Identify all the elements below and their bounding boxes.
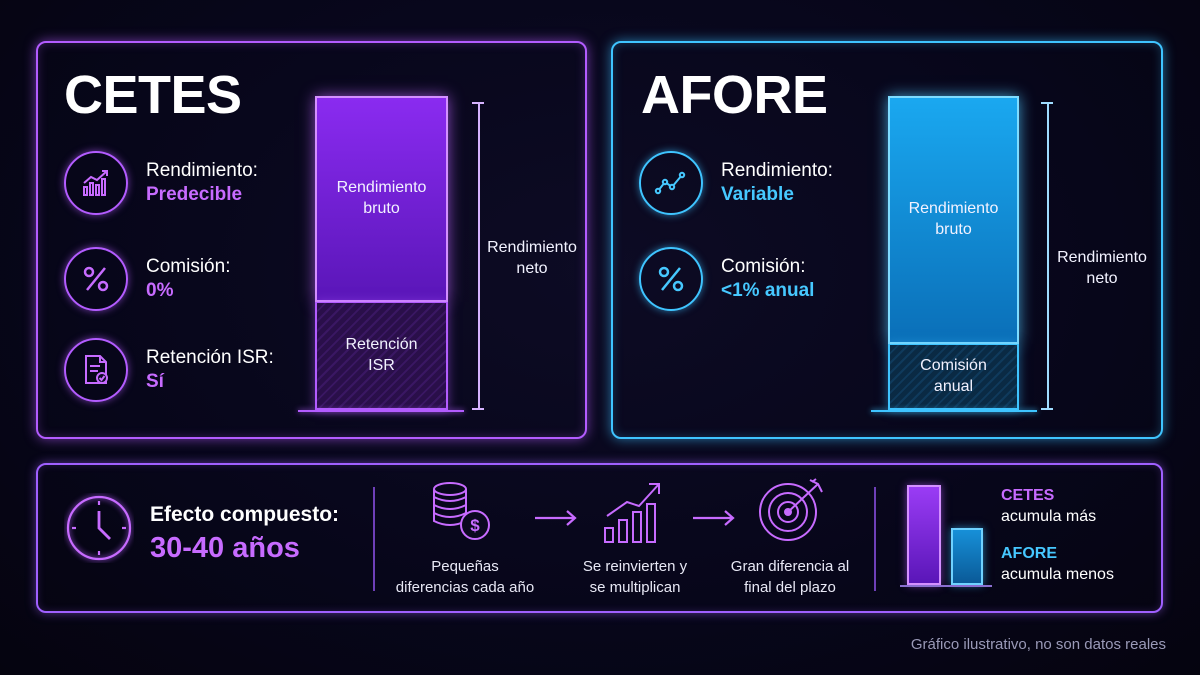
growth-bars-icon: [601, 476, 667, 549]
afore-panel: [611, 41, 1163, 439]
bracket-cap: [472, 102, 484, 104]
arrow-right-icon: [691, 508, 737, 533]
legend-name: CETES: [1001, 487, 1055, 504]
feature-value: Variable: [721, 184, 794, 205]
bracket-cap: [1041, 408, 1053, 410]
step-label: Se reinvierten y se multiplican: [582, 558, 688, 596]
percent-icon: [64, 247, 128, 311]
bar-label: Retención ISR: [345, 335, 418, 374]
feature-label: Comisión:: [721, 256, 806, 278]
feature-label: Rendimiento:: [146, 160, 258, 182]
cetes-bracket: [478, 102, 480, 410]
line-chart-icon: [639, 151, 703, 215]
cetes-net-label: Rendimiento neto: [487, 239, 577, 277]
legend-cetes: CETES acumula más: [1001, 486, 1096, 528]
clock-icon: [64, 493, 134, 568]
feature-label: Rendimiento:: [721, 160, 833, 182]
coins-icon: $: [428, 477, 498, 552]
cetes-feature-comision: Comisión: 0%: [64, 247, 230, 311]
bracket-cap: [472, 408, 484, 410]
compound-panel: [36, 463, 1163, 613]
mini-baseline: [900, 585, 992, 587]
afore-net-label: Rendimiento neto: [1057, 249, 1147, 287]
bar-label: Comisión anual: [920, 356, 987, 395]
feature-value: Predecible: [146, 184, 243, 205]
footnote: Gráfico ilustrativo, no son datos reales: [910, 636, 1166, 653]
afore-feature-rendimiento: Rendimiento: Variable: [639, 151, 833, 215]
legend-text: acumula más: [1001, 507, 1097, 525]
compound-label: Efecto compuesto:: [150, 503, 340, 526]
step-label: Pequeñas diferencias cada año: [395, 558, 535, 596]
cetes-feature-rendimiento: Rendimiento: Predecible: [64, 151, 258, 215]
trend-chart-icon: [64, 151, 128, 215]
legend-text: acumula menos: [1001, 565, 1114, 583]
feature-label: Retención ISR:: [146, 347, 274, 369]
target-icon: [756, 476, 828, 549]
cetes-feature-isr: Retención ISR: Sí: [64, 338, 274, 402]
svg-text:$: $: [470, 516, 480, 535]
cetes-baseline: [298, 410, 464, 412]
percent-icon: [639, 247, 703, 311]
afore-title: AFORE: [641, 65, 828, 125]
afore-commission-segment: Comisión anual: [888, 344, 1019, 410]
feature-value: <1% anual: [721, 280, 815, 301]
feature-value: 0%: [146, 280, 174, 301]
afore-baseline: [871, 410, 1037, 412]
document-check-icon: [64, 338, 128, 402]
legend-name: AFORE: [1001, 545, 1057, 562]
afore-bracket: [1047, 102, 1049, 410]
compound-value: 30-40 años: [150, 532, 300, 564]
afore-mini-bar: [951, 528, 983, 585]
arrow-right-icon: [533, 508, 579, 533]
divider: [373, 487, 375, 591]
cetes-mini-bar: [907, 485, 941, 585]
step-label: Gran diferencia al final del plazo: [730, 558, 850, 596]
bar-label: Rendimiento bruto: [908, 200, 999, 238]
bracket-cap: [1041, 102, 1053, 104]
feature-value: Sí: [146, 371, 164, 392]
cetes-title: CETES: [64, 65, 242, 125]
cetes-gross-bar: Rendimiento bruto: [315, 96, 448, 302]
feature-label: Comisión:: [146, 256, 231, 278]
afore-gross-bar: Rendimiento bruto: [888, 96, 1019, 344]
bar-label: Rendimiento bruto: [336, 179, 427, 217]
afore-feature-comision: Comisión: <1% anual: [639, 247, 814, 311]
divider: [874, 487, 876, 591]
legend-afore: AFORE acumula menos: [1001, 544, 1114, 586]
cetes-isr-segment: Retención ISR: [315, 302, 448, 410]
cetes-panel: [36, 41, 587, 439]
